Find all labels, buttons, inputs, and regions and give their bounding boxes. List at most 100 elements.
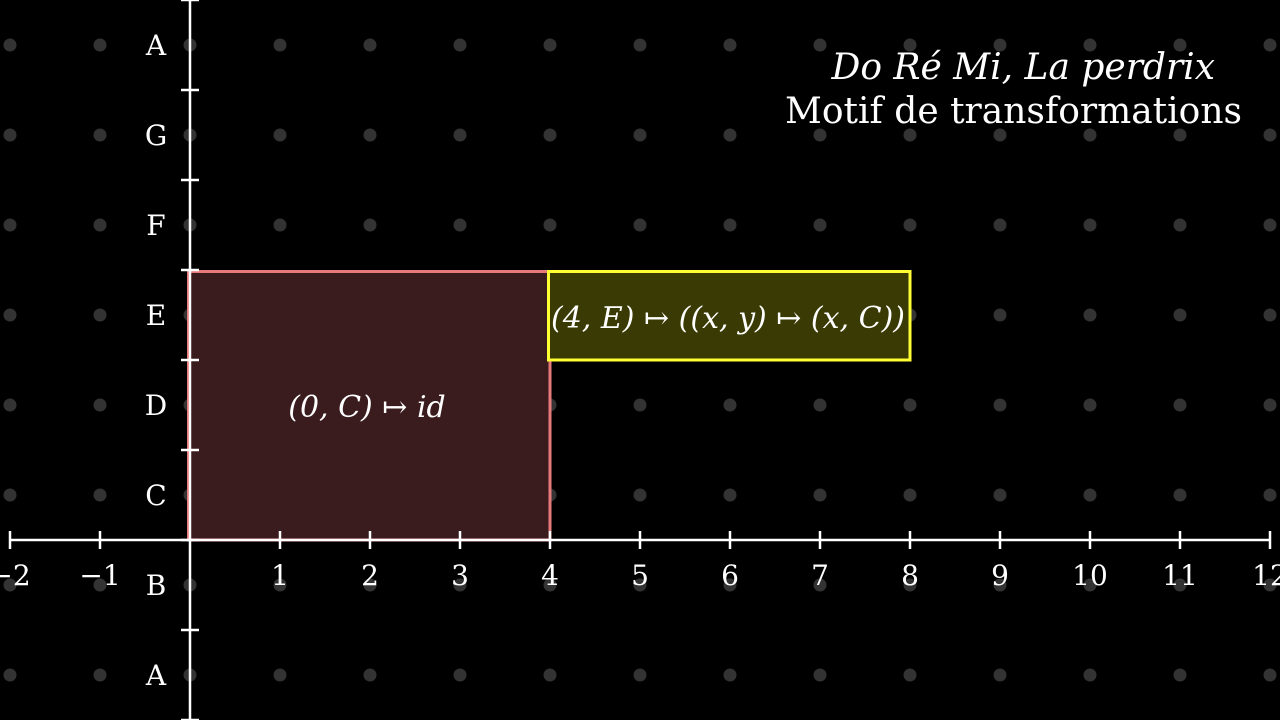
grid-dot (813, 398, 827, 412)
grid-dot (1083, 668, 1097, 682)
grid-dot (993, 398, 1007, 412)
grid-dot (633, 398, 647, 412)
grid-dot (813, 38, 827, 52)
grid-dot (903, 398, 917, 412)
grid-dot (273, 38, 287, 52)
grid-dot (813, 578, 827, 592)
grid-dot (723, 488, 737, 502)
grid-dot (1263, 578, 1277, 592)
grid-dot (543, 578, 557, 592)
grid-dot (633, 128, 647, 142)
grid-dot (633, 668, 647, 682)
grid-dot (723, 398, 737, 412)
regions (187, 270, 912, 542)
y-note-label: C (145, 479, 166, 512)
title-line-1: Do Ré Mi, La perdrix (830, 47, 1215, 88)
grid-dot (363, 38, 377, 52)
x-tick-label: 9 (991, 559, 1009, 592)
grid-dot (93, 308, 107, 322)
identity-region (187, 270, 552, 542)
x-tick-label: 1 (271, 559, 289, 592)
grid-dot (903, 218, 917, 232)
grid-dot (813, 128, 827, 142)
grid-dot (93, 218, 107, 232)
grid-dot (3, 308, 17, 322)
grid-dot (633, 488, 647, 502)
grid-dot (1263, 308, 1277, 322)
grid-dot (543, 668, 557, 682)
labels: (0, C) ↦ id(4, E) ↦ ((x, y) ↦ (x, C)) (288, 301, 905, 425)
grid-dot (453, 218, 467, 232)
grid-dot (723, 38, 737, 52)
grid-dot (273, 578, 287, 592)
grid-dot (903, 488, 917, 502)
grid-dot (903, 578, 917, 592)
x-tick-label: 4 (541, 559, 559, 592)
grid-dot (93, 398, 107, 412)
grid-dot (1173, 218, 1187, 232)
transform-region (547, 270, 912, 362)
x-tick-label: 12 (1252, 559, 1280, 592)
x-tick-label: 10 (1072, 559, 1108, 592)
grid-dot (363, 578, 377, 592)
transform-region-label: (4, E) ↦ ((x, y) ↦ (x, C)) (551, 301, 905, 336)
grid-dot (723, 218, 737, 232)
grid-dot (993, 128, 1007, 142)
grid-dot (1083, 308, 1097, 322)
grid-dot (1083, 398, 1097, 412)
grid-dot (813, 218, 827, 232)
grid-dot (723, 668, 737, 682)
grid-dot (723, 578, 737, 592)
y-note-label: G (145, 119, 167, 152)
grid-dot (993, 578, 1007, 592)
grid-dot (3, 38, 17, 52)
x-tick-label: 6 (721, 559, 739, 592)
grid-dot (273, 218, 287, 232)
title-block: Do Ré Mi, La perdrix Motif de transforma… (785, 47, 1242, 132)
x-tick-label: −2 (0, 559, 31, 592)
grid-dot (993, 38, 1007, 52)
grid-dot (453, 578, 467, 592)
y-note-label: A (145, 659, 167, 692)
grid-dots (3, 38, 1277, 682)
grid-dot (903, 128, 917, 142)
y-note-label: D (145, 389, 167, 422)
grid-dot (93, 488, 107, 502)
grid-dot (453, 128, 467, 142)
x-tick-label: 5 (631, 559, 649, 592)
grid-dot (93, 128, 107, 142)
grid-dot (1083, 38, 1097, 52)
grid-dot (633, 578, 647, 592)
x-tick-label: 11 (1162, 559, 1198, 592)
grid-dot (453, 668, 467, 682)
grid-dot (1173, 308, 1187, 322)
grid-dot (273, 128, 287, 142)
grid-dot (363, 128, 377, 142)
x-tick-label: 8 (901, 559, 919, 592)
grid-dot (1173, 578, 1187, 592)
grid-dot (633, 218, 647, 232)
title-line-2: Motif de transformations (785, 91, 1242, 132)
grid-dot (1173, 488, 1187, 502)
grid-dot (3, 128, 17, 142)
grid-dot (1173, 38, 1187, 52)
grid-dot (633, 38, 647, 52)
grid-dot (3, 398, 17, 412)
x-tick-label: 2 (361, 559, 379, 592)
grid-dot (1083, 488, 1097, 502)
grid-dot (3, 488, 17, 502)
grid-dot (813, 668, 827, 682)
grid-dot (1263, 668, 1277, 682)
grid-dot (1263, 218, 1277, 232)
grid-dot (93, 668, 107, 682)
grid-dot (453, 38, 467, 52)
grid-dot (3, 668, 17, 682)
x-tick-label: −1 (79, 559, 120, 592)
grid-dot (993, 668, 1007, 682)
y-note-label: E (146, 299, 166, 332)
grid-dot (1083, 578, 1097, 592)
grid-dot (273, 668, 287, 682)
grid-dot (1173, 128, 1187, 142)
grid-dot (1173, 668, 1187, 682)
